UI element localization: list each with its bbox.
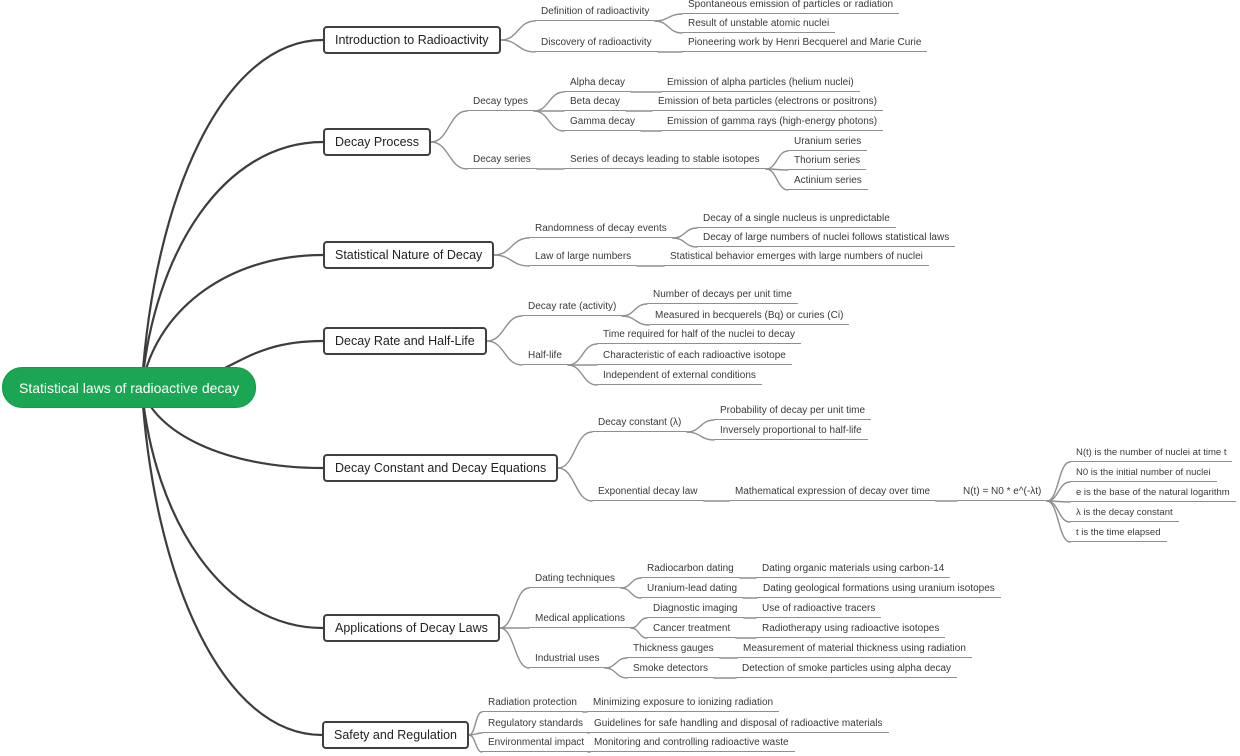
branch-introduction-to-radioactivity[interactable]: Introduction to Radioactivity	[323, 26, 501, 54]
node-eq-lambda-definition[interactable]: λ is the decay constant	[1070, 506, 1179, 522]
node-eq-t-definition[interactable]: t is the time elapsed	[1070, 526, 1167, 542]
node-gamma-decay-desc[interactable]: Emission of gamma rays (high-energy phot…	[661, 115, 884, 131]
node-probability-per-unit-time[interactable]: Probability of decay per unit time	[714, 404, 872, 420]
node-becquerels-curies[interactable]: Measured in becquerels (Bq) or curies (C…	[649, 309, 850, 325]
node-smoke-detectors[interactable]: Smoke detectors	[627, 662, 715, 678]
node-law-of-large-numbers-desc[interactable]: Statistical behavior emerges with large …	[664, 250, 929, 266]
branch-applications-of-decay-laws[interactable]: Applications of Decay Laws	[323, 614, 500, 642]
node-alpha-decay-desc[interactable]: Emission of alpha particles (helium nucl…	[661, 76, 860, 92]
node-decays-per-unit-time[interactable]: Number of decays per unit time	[647, 288, 798, 304]
node-cancer-treatment-desc[interactable]: Radiotherapy using radioactive isotopes	[756, 622, 946, 638]
node-cancer-treatment[interactable]: Cancer treatment	[647, 622, 737, 638]
node-radiocarbon-dating[interactable]: Radiocarbon dating	[641, 562, 740, 578]
node-half-life[interactable]: Half-life	[522, 349, 568, 365]
node-radiation-protection-desc[interactable]: Minimizing exposure to ionizing radiatio…	[587, 696, 780, 712]
node-half-life-characteristic[interactable]: Characteristic of each radioactive isoto…	[597, 349, 792, 365]
node-thickness-gauges[interactable]: Thickness gauges	[627, 642, 720, 658]
branch-decay-constant-and-equations[interactable]: Decay Constant and Decay Equations	[323, 454, 559, 482]
node-decay-series[interactable]: Decay series	[467, 153, 537, 169]
node-beta-decay-desc[interactable]: Emission of beta particles (electrons or…	[652, 95, 883, 111]
node-exponential-decay-law[interactable]: Exponential decay law	[592, 485, 704, 501]
node-uranium-lead-dating-desc[interactable]: Dating geological formations using urani…	[757, 582, 1001, 598]
node-unstable-nuclei[interactable]: Result of unstable atomic nuclei	[682, 17, 836, 33]
node-thorium-series[interactable]: Thorium series	[788, 154, 867, 170]
branch-decay-process[interactable]: Decay Process	[323, 128, 432, 156]
node-regulatory-standards[interactable]: Regulatory standards	[482, 717, 590, 733]
node-gamma-decay[interactable]: Gamma decay	[564, 115, 642, 131]
node-definition-of-radioactivity[interactable]: Definition of radioactivity	[535, 5, 656, 21]
node-becquerel-curie[interactable]: Pioneering work by Henri Becquerel and M…	[682, 36, 928, 52]
node-half-life-time-required[interactable]: Time required for half of the nuclei to …	[597, 328, 801, 344]
branch-statistical-nature-of-decay[interactable]: Statistical Nature of Decay	[323, 241, 495, 269]
node-decay-types[interactable]: Decay types	[467, 95, 535, 111]
node-radiation-protection[interactable]: Radiation protection	[482, 696, 583, 712]
root-topic[interactable]: Statistical laws of radioactive decay	[2, 367, 257, 408]
node-mathematical-expression[interactable]: Mathematical expression of decay over ti…	[729, 485, 937, 501]
node-dating-techniques[interactable]: Dating techniques	[529, 572, 622, 588]
node-decay-equation[interactable]: N(t) = N0 * e^(-λt)	[957, 485, 1048, 501]
node-discovery-of-radioactivity[interactable]: Discovery of radioactivity	[535, 36, 658, 52]
node-spontaneous-emission[interactable]: Spontaneous emission of particles or rad…	[682, 0, 900, 14]
node-eq-n0-definition[interactable]: N0 is the initial number of nuclei	[1070, 466, 1217, 482]
node-eq-e-definition[interactable]: e is the base of the natural logarithm	[1070, 486, 1236, 502]
node-diagnostic-imaging[interactable]: Diagnostic imaging	[647, 602, 744, 618]
node-decay-constant-lambda[interactable]: Decay constant (λ)	[592, 416, 688, 432]
node-environmental-impact-desc[interactable]: Monitoring and controlling radioactive w…	[588, 736, 795, 752]
node-medical-applications[interactable]: Medical applications	[529, 612, 632, 628]
node-actinium-series[interactable]: Actinium series	[788, 174, 868, 190]
node-beta-decay[interactable]: Beta decay	[564, 95, 627, 111]
node-uranium-series[interactable]: Uranium series	[788, 135, 868, 151]
node-single-nucleus-unpredictable[interactable]: Decay of a single nucleus is unpredictab…	[697, 212, 896, 228]
node-thickness-gauges-desc[interactable]: Measurement of material thickness using …	[737, 642, 972, 658]
node-decay-rate-activity[interactable]: Decay rate (activity)	[522, 300, 623, 316]
node-half-life-independent[interactable]: Independent of external conditions	[597, 369, 762, 385]
node-industrial-uses[interactable]: Industrial uses	[529, 652, 606, 668]
node-smoke-detectors-desc[interactable]: Detection of smoke particles using alpha…	[736, 662, 958, 678]
branch-safety-and-regulation[interactable]: Safety and Regulation	[322, 721, 470, 749]
node-law-of-large-numbers[interactable]: Law of large numbers	[529, 250, 638, 266]
node-environmental-impact[interactable]: Environmental impact	[482, 736, 591, 752]
node-alpha-decay[interactable]: Alpha decay	[564, 76, 632, 92]
node-regulatory-standards-desc[interactable]: Guidelines for safe handling and disposa…	[588, 717, 889, 733]
node-uranium-lead-dating[interactable]: Uranium-lead dating	[641, 582, 744, 598]
node-decay-series-desc[interactable]: Series of decays leading to stable isoto…	[564, 153, 766, 169]
node-diagnostic-imaging-desc[interactable]: Use of radioactive tracers	[756, 602, 882, 618]
node-eq-nt-definition[interactable]: N(t) is the number of nuclei at time t	[1070, 446, 1233, 462]
node-radiocarbon-dating-desc[interactable]: Dating organic materials using carbon-14	[756, 562, 951, 578]
node-large-numbers-statistical[interactable]: Decay of large numbers of nuclei follows…	[697, 231, 956, 247]
branch-decay-rate-and-half-life[interactable]: Decay Rate and Half-Life	[323, 327, 487, 355]
node-inversely-proportional[interactable]: Inversely proportional to half-life	[714, 424, 868, 440]
node-randomness-of-decay[interactable]: Randomness of decay events	[529, 222, 673, 238]
